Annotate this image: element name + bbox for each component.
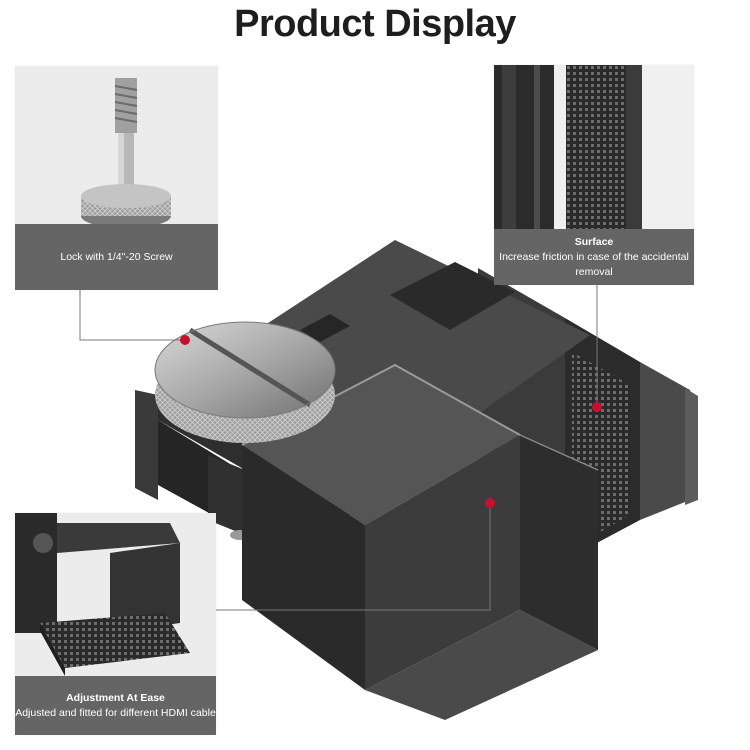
knurled-surface-image <box>494 65 694 229</box>
callout-surface: Surface Increase friction in case of the… <box>494 65 694 285</box>
callout-surface-caption: Surface Increase friction in case of the… <box>494 229 694 285</box>
callout-screw-label: Lock with 1/4"-20 Screw <box>60 250 173 263</box>
callout-screw: Lock with 1/4"-20 Screw <box>15 66 218 290</box>
callout-surface-heading: Surface <box>574 235 614 248</box>
callout-adjust-heading: Adjustment At Ease <box>66 691 165 704</box>
adjustment-image <box>15 513 216 676</box>
callout-adjust-text: Adjusted and fitted for different HDMI c… <box>15 706 216 719</box>
callout-screw-caption: Lock with 1/4"-20 Screw <box>15 224 218 290</box>
callout-adjust: Adjustment At Ease Adjusted and fitted f… <box>15 513 216 735</box>
page-title: Product Display <box>234 3 516 45</box>
thumb-screw-image <box>15 66 218 224</box>
callout-surface-text: Increase friction in case of the acciden… <box>499 250 689 278</box>
callout-adjust-caption: Adjustment At Ease Adjusted and fitted f… <box>15 676 216 735</box>
